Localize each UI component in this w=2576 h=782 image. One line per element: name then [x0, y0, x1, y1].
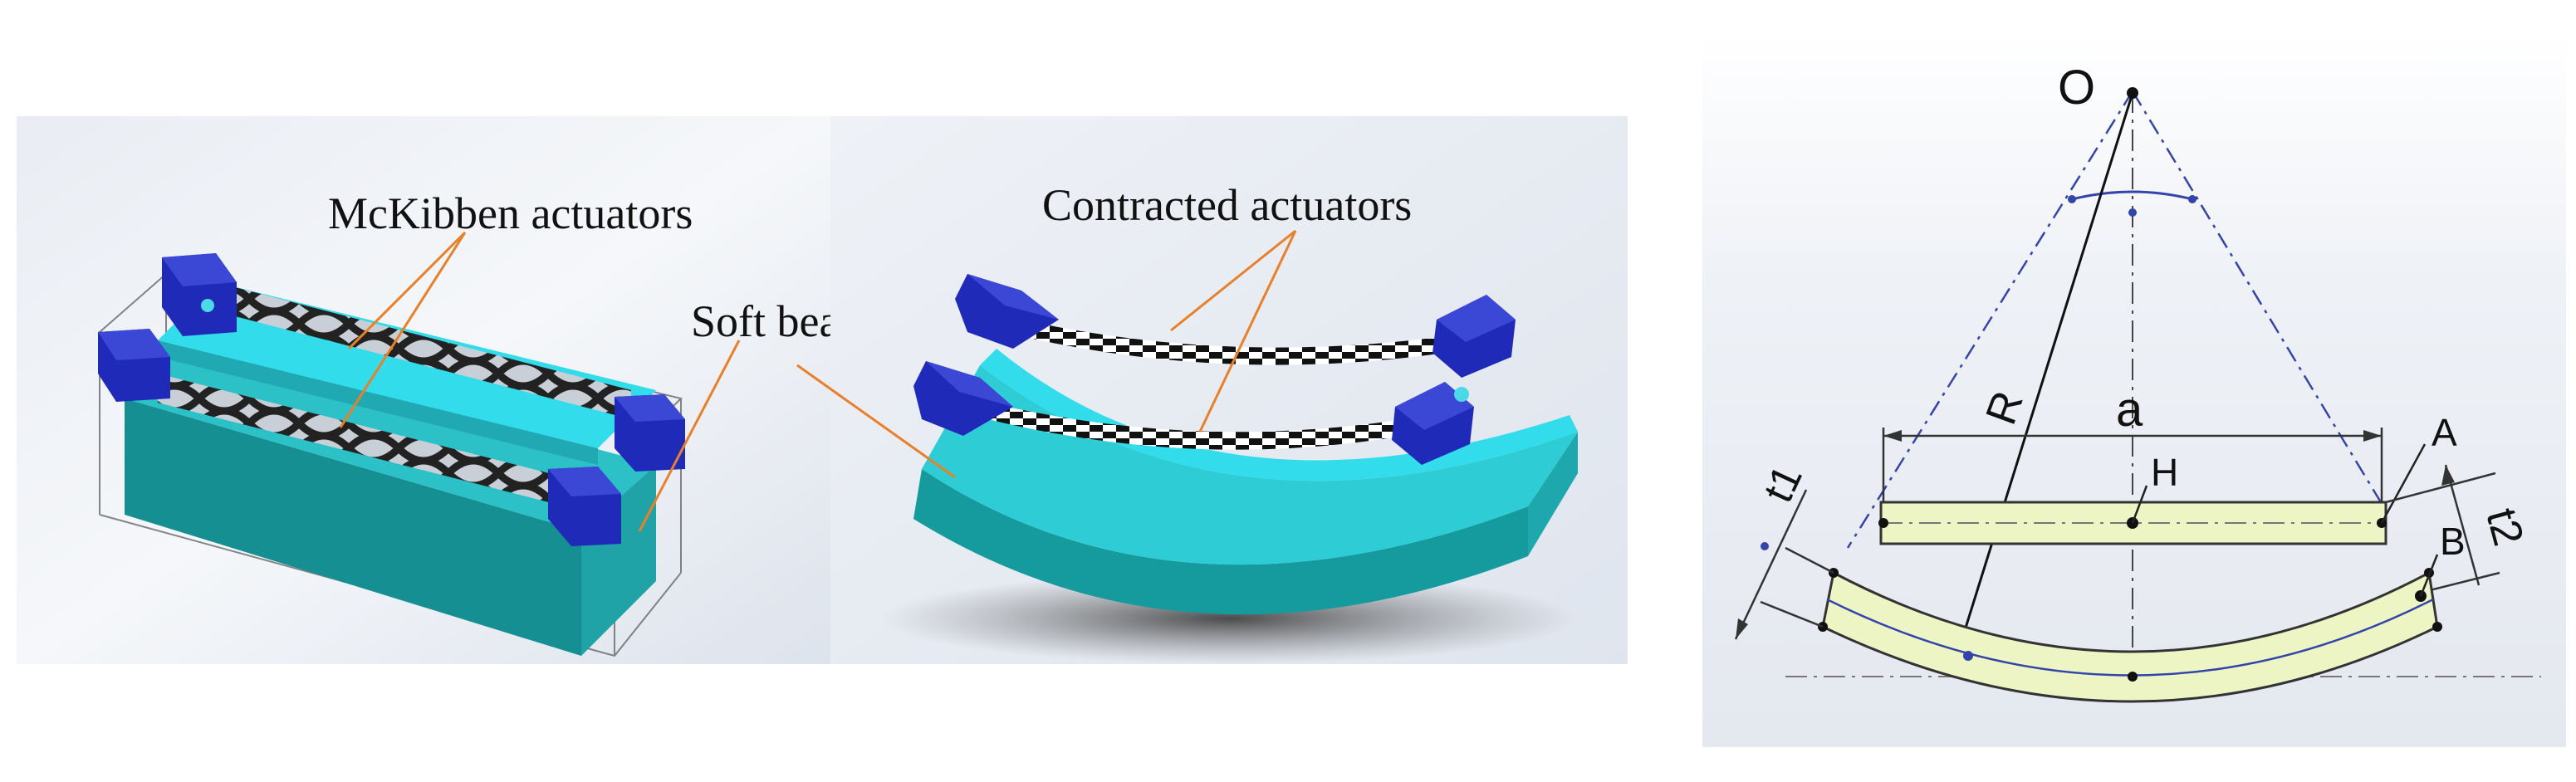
mckibben-actuator-front: [158, 374, 581, 511]
soft-beam-front-face: [125, 398, 581, 656]
bent-beam-front-face: [913, 469, 1528, 615]
bent-beam-side-face: [1528, 432, 1578, 556]
angle-arc: [2071, 190, 2193, 201]
label-O: O: [2058, 61, 2095, 115]
actuator-end-blocks: [98, 253, 685, 546]
contracted-actuator-front: [972, 398, 1403, 450]
dimension-t1: [1734, 489, 1834, 640]
label-H: H: [2151, 451, 2178, 494]
panel-undeformed-beam: McKibben actuators Soft beam: [17, 116, 874, 664]
label-a: a: [2116, 383, 2143, 437]
panel-geometry-schematic: O R a H A t2: [1702, 33, 2566, 747]
bent-actuator-end-blocks: [913, 274, 1516, 465]
angle-construction-lines: [1846, 90, 2385, 549]
label-contracted-actuators: Contracted actuators: [1042, 180, 1412, 230]
label-mckibben-actuators: McKibben actuators: [328, 188, 693, 238]
bent-beam-top-face: [922, 365, 1578, 565]
label-B: B: [2440, 520, 2466, 563]
dimension-a: [1882, 428, 2383, 506]
contracted-actuator-rear: [1021, 320, 1445, 365]
soft-beam-side-face: [581, 465, 656, 656]
label-A: A: [2432, 411, 2457, 454]
radius-line: [1956, 92, 2134, 652]
panel-bent-beam: Contracted actuators: [796, 116, 1628, 664]
mckibben-actuator-rear: [216, 282, 631, 419]
